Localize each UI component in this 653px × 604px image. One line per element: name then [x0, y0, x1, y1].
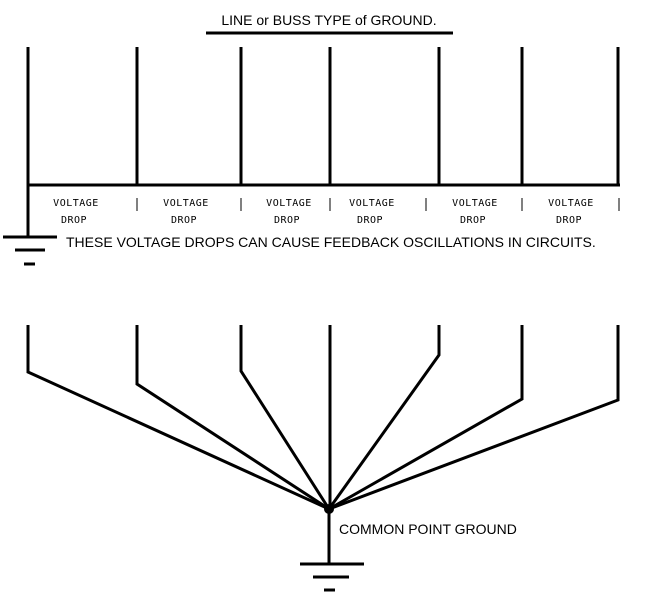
- voltage-drop-label: DROP: [357, 215, 383, 226]
- voltage-drop-label: DROP: [274, 215, 300, 226]
- star-ground-symbol: [300, 509, 364, 592]
- star-wire: [239, 325, 331, 510]
- star-wire: [328, 325, 620, 511]
- voltage-drop-label: VOLTAGE: [548, 198, 594, 209]
- segment-ticks: [136, 198, 620, 211]
- star-wire: [327, 325, 441, 510]
- voltage-drop-label: DROP: [556, 215, 582, 226]
- voltage-drop-label: DROP: [171, 215, 197, 226]
- common-point-label: COMMON POINT GROUND: [339, 521, 517, 537]
- star-wire: [26, 325, 330, 511]
- voltage-drop-label: DROP: [61, 215, 87, 226]
- star-wires: [26, 325, 620, 511]
- voltage-drop-label: VOLTAGE: [53, 198, 99, 209]
- diagram-title: LINE or BUSS TYPE of GROUND.: [221, 12, 436, 28]
- bus-wires: [26, 47, 620, 185]
- voltage-drop-label: VOLTAGE: [266, 198, 312, 209]
- bus-ground-symbol: [3, 185, 57, 266]
- voltage-drop-label: VOLTAGE: [163, 198, 209, 209]
- voltage-drop-label: DROP: [460, 215, 486, 226]
- star-wire: [135, 325, 330, 511]
- voltage-drop-labels: VOLTAGE DROP VOLTAGE DROP VOLTAGE DROP V…: [53, 198, 594, 226]
- voltage-drop-label: VOLTAGE: [452, 198, 498, 209]
- star-wire: [328, 325, 524, 511]
- warning-text: THESE VOLTAGE DROPS CAN CAUSE FEEDBACK O…: [66, 234, 596, 250]
- voltage-drop-label: VOLTAGE: [349, 198, 395, 209]
